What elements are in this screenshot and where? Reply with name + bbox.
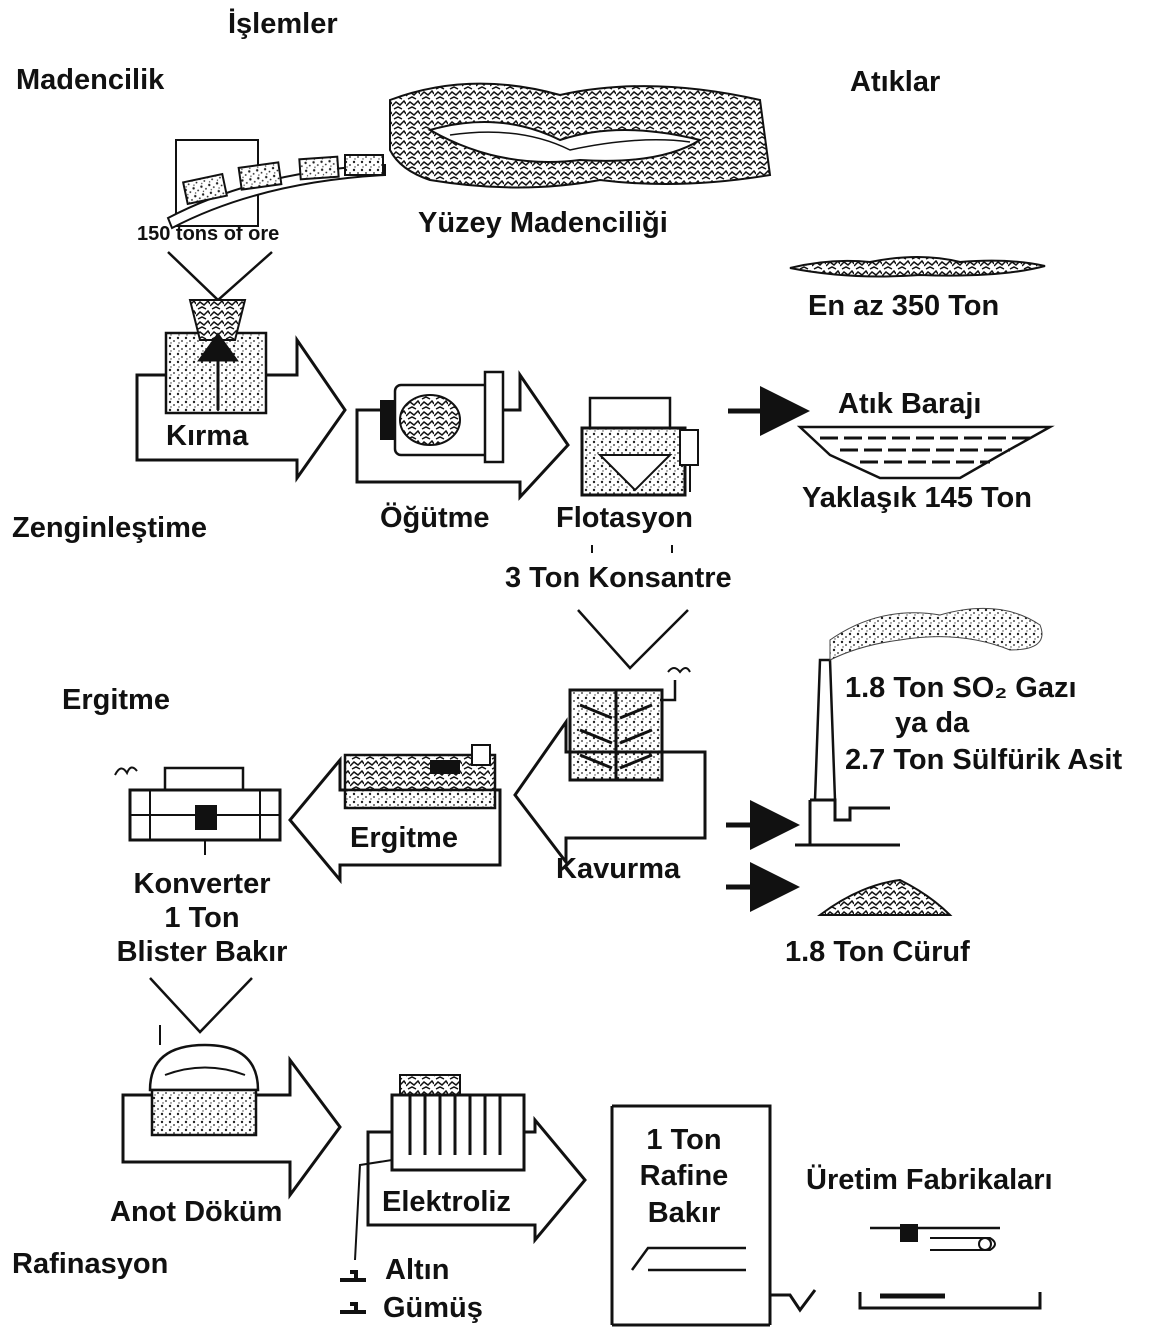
refined-line1-label: 1 Ton: [646, 1124, 722, 1156]
anode-furnace-icon: [148, 1025, 260, 1137]
slag-label: 1.8 Ton Cüruf: [785, 936, 970, 968]
concentrate-funnel-lines: [577, 609, 689, 670]
silver-label: Gümüş: [383, 1292, 483, 1324]
factory-icon: [858, 1224, 1042, 1310]
crusher-icon: [164, 299, 268, 415]
electrolysis-cell-icon: [354, 1074, 526, 1261]
tailings-amount-label: Yaklaşık 145 Ton: [802, 482, 1032, 514]
stage-enrichment: Zenginleştime: [12, 512, 207, 544]
smelting-label: Ergitme: [350, 822, 458, 854]
blister-amount-label: 1 Ton: [164, 902, 240, 934]
crushing-label: Kırma: [166, 420, 249, 452]
ore-label: 150 tons of ore: [137, 223, 280, 245]
overburden-label: En az 350 Ton: [808, 290, 1000, 322]
concentrate-label: 3 Ton Konsantre: [505, 562, 732, 594]
gold-marker: [340, 1270, 366, 1282]
pit-mine-icon: [389, 82, 772, 189]
ball-mill-icon: [380, 370, 505, 464]
tailings-dam-icon: [796, 425, 1055, 480]
or-label: ya da: [895, 707, 970, 739]
processes-header: İşlemler: [228, 8, 338, 40]
converter-label: Konverter: [133, 868, 271, 900]
stage-smelting: Ergitme: [62, 684, 170, 716]
ore-funnel-lines: [167, 251, 273, 302]
blister-funnel-lines: [149, 977, 253, 1034]
blister-label: Blister Bakır: [116, 936, 288, 968]
smelter-icon: [343, 744, 497, 810]
waste-pile-icon: [789, 256, 1046, 278]
slag-heap-icon: [816, 878, 953, 916]
roaster-icon: [568, 667, 691, 782]
refined-copper-box: [610, 1104, 817, 1327]
stage-mining: Madencilik: [16, 64, 165, 96]
flotation-cell-icon: [580, 396, 699, 497]
roasting-label: Kavurma: [556, 853, 681, 885]
factories-label: Üretim Fabrikaları: [806, 1164, 1053, 1196]
silver-marker: [340, 1302, 366, 1314]
refined-line3-label: Bakır: [647, 1197, 721, 1229]
gold-label: Altın: [385, 1254, 450, 1286]
tailings-dam-label: Atık Barajı: [838, 388, 982, 420]
flotation-label: Flotasyon: [556, 502, 693, 534]
surface-mining-label: Yüzey Madenciliği: [418, 207, 668, 239]
electrolysis-label: Elektroliz: [382, 1186, 511, 1218]
stage-refining: Rafinasyon: [12, 1248, 169, 1280]
grinding-label: Öğütme: [380, 502, 490, 534]
smokestack-icon: [795, 607, 1043, 847]
wastes-header: Atıklar: [850, 66, 941, 98]
refined-line2-label: Rafine: [639, 1160, 729, 1192]
ore-car-icon: [166, 139, 386, 230]
anode-casting-label: Anot Döküm: [110, 1196, 283, 1228]
converter-icon: [114, 766, 282, 855]
so2-label: 1.8 Ton SO₂ Gazı: [845, 672, 1077, 704]
roasting-flow-arrow: [513, 717, 707, 867]
acid-label: 2.7 Ton Sülfürik Asit: [845, 744, 1123, 776]
